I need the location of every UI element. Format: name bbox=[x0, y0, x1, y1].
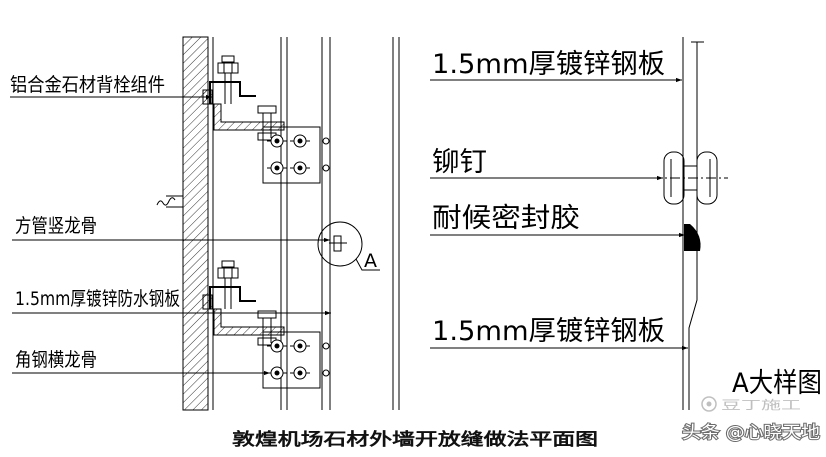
plate-bolt bbox=[266, 339, 288, 353]
plate-bolt bbox=[289, 161, 311, 175]
upper-bracket-assembly bbox=[202, 55, 330, 184]
hanger-clip bbox=[209, 81, 256, 104]
detail-label-sealant: 耐候密封胶 bbox=[430, 203, 685, 238]
plan-label-waterproof-plate: 1.5mm厚镀锌防水钢板 bbox=[12, 288, 331, 316]
label-text: 1.5mm厚镀锌钢板 bbox=[432, 316, 665, 347]
detail-label-plate-upper: 1.5mm厚镀锌钢板 bbox=[430, 49, 682, 83]
rivet-mark bbox=[322, 369, 330, 377]
detail-callout-a: A bbox=[317, 221, 380, 272]
sealant-bead bbox=[684, 224, 701, 251]
watermark-source: 头条 @心晓天地 bbox=[682, 423, 820, 443]
plate-bolt bbox=[289, 339, 311, 353]
connection-plate bbox=[262, 331, 321, 389]
plate-bolt bbox=[266, 161, 288, 175]
detail-label-rivet: 铆钉 bbox=[430, 147, 663, 181]
plate-bolt bbox=[289, 366, 311, 380]
plan-label-bolt-assembly: 铝合金石材背栓组件 bbox=[10, 74, 212, 100]
lower-bracket-assembly bbox=[202, 260, 330, 389]
callout-leader bbox=[355, 258, 380, 271]
label-text: 铆钉 bbox=[432, 147, 487, 178]
detail-title: A大样图 bbox=[732, 368, 822, 399]
detail-a-drawing bbox=[652, 37, 728, 410]
logo-text: 豆丁施工 bbox=[721, 398, 801, 412]
callout-marker-label: A bbox=[364, 250, 377, 272]
hanger-clip bbox=[209, 286, 256, 309]
rivet-mark bbox=[322, 164, 330, 172]
label-text: 角钢横龙骨 bbox=[15, 349, 97, 371]
detail-label-plate-lower: 1.5mm厚镀锌钢板 bbox=[430, 316, 688, 351]
back-bolt bbox=[217, 260, 239, 309]
label-text: 方管竖龙骨 bbox=[15, 215, 97, 237]
plan-label-horizontal-keel: 角钢横龙骨 bbox=[12, 349, 270, 376]
connection-plate bbox=[262, 126, 321, 184]
plate-bolt bbox=[266, 134, 288, 148]
stone-anchor-block bbox=[202, 294, 213, 310]
label-text: 铝合金石材背栓组件 bbox=[10, 74, 165, 96]
rivet-mark bbox=[322, 342, 330, 350]
drawing-caption: 敦煌机场石材外墙开放缝做法平面图 bbox=[232, 429, 598, 450]
rivet-mark bbox=[322, 137, 330, 145]
label-text: 1.5mm厚镀锌钢板 bbox=[432, 49, 665, 80]
watermark-logo: 豆丁施工 bbox=[701, 396, 801, 412]
back-bolt bbox=[217, 55, 239, 104]
angle-steel-section bbox=[213, 308, 285, 336]
label-text: 1.5mm厚镀锌防水钢板 bbox=[15, 288, 180, 310]
angle-steel-section bbox=[213, 103, 285, 131]
label-text: 耐候密封胶 bbox=[432, 203, 580, 234]
logo-icon bbox=[701, 396, 717, 412]
plan-label-vertical-keel: 方管竖龙骨 bbox=[12, 215, 330, 243]
callout-circle bbox=[317, 221, 363, 267]
break-symbol bbox=[156, 195, 183, 208]
rivet-section bbox=[652, 151, 728, 205]
plate-bolt bbox=[289, 134, 311, 148]
